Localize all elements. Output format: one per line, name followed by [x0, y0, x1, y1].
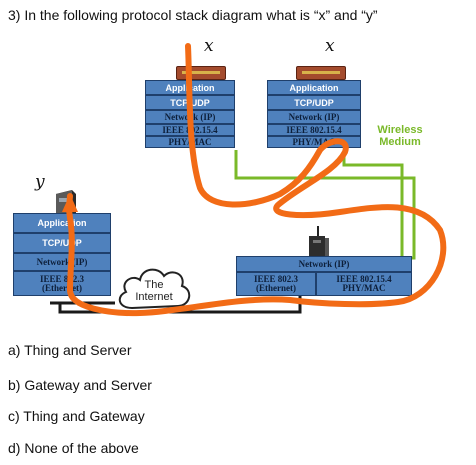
answer-a: a) Thing and Server: [8, 342, 132, 358]
label-x-right: x: [325, 36, 335, 56]
layer-application: Application: [13, 213, 111, 233]
wireless-medium-label: Wireless Medium: [370, 124, 430, 148]
layer-ethernet: IEEE 802.3 (Ethernet): [13, 271, 111, 296]
label-x-left: x: [204, 36, 214, 56]
stack-top-right: Application TCP/UDP Network (IP) IEEE 80…: [267, 80, 361, 148]
ethernet-line2: (Ethernet): [42, 282, 82, 293]
gateway-eth-line2: (Ethernet): [256, 283, 296, 293]
internet-cloud-label: The Internet: [124, 279, 184, 303]
layer-network: Network (IP): [267, 110, 361, 124]
device-board-right: [296, 66, 346, 80]
layer-transport: TCP/UDP: [267, 95, 361, 110]
ethernet-line1: IEEE 802.3: [39, 273, 84, 284]
layer-transport: TCP/UDP: [13, 233, 111, 253]
stack-bottom-left: Application TCP/UDP Network (IP) IEEE 80…: [13, 213, 111, 296]
answer-b: b) Gateway and Server: [8, 377, 152, 393]
layer-application: Application: [267, 80, 361, 95]
gateway-ethernet-layer: IEEE 802.3 (Ethernet): [236, 272, 316, 296]
gateway-network-layer: Network (IP): [236, 256, 412, 272]
cloud-label-line1: The: [144, 279, 164, 291]
answer-d: d) None of the above: [8, 440, 139, 456]
internet-cloud-icon: [118, 268, 191, 310]
gateway-wifi-line2: PHY/MAC: [342, 283, 386, 293]
gateway-link-layers: IEEE 802.3 (Ethernet) IEEE 802.15.4 PHY/…: [236, 272, 412, 296]
gateway-wifi-line1: IEEE 802.15.4: [336, 274, 392, 284]
cloud-label-line2: Internet: [135, 291, 173, 303]
wireless-label-line1: Wireless: [377, 124, 423, 136]
wireless-label-line2: Medium: [379, 136, 421, 148]
label-y: y: [35, 172, 45, 192]
gateway-router-icon: [309, 226, 329, 260]
gateway-eth-line1: IEEE 802.3: [253, 274, 298, 284]
gateway-wireless-layer: IEEE 802.15.4 PHY/MAC: [316, 272, 412, 296]
layer-network: Network (IP): [13, 253, 111, 271]
layer-link: IEEE 802.15.4: [267, 124, 361, 136]
gateway-stack: Network (IP) IEEE 802.3 (Ethernet) IEEE …: [236, 256, 412, 296]
answer-c: c) Thing and Gateway: [8, 408, 145, 424]
question-text: 3) In the following protocol stack diagr…: [8, 7, 378, 23]
